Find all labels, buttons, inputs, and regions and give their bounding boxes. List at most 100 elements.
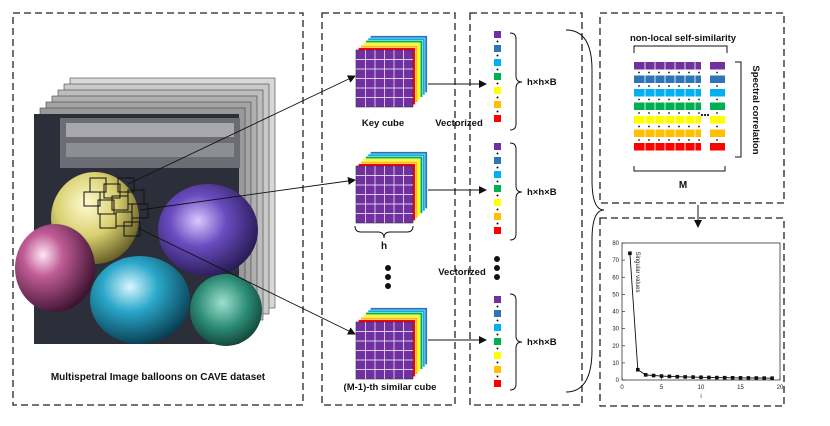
vector-element: [494, 366, 501, 373]
matrix-row-block: [634, 89, 701, 97]
vector-element: [494, 213, 501, 220]
vector-element: [494, 185, 501, 192]
x-tick-label: 10: [698, 385, 705, 391]
matrix-dot: [716, 112, 718, 114]
key-cube-label: Key cube: [362, 118, 404, 129]
y-axis-label: Singular values: [634, 251, 640, 292]
image-panel-frame: [12, 12, 304, 406]
matrix-dot: [648, 71, 650, 74]
data-point: [715, 375, 719, 380]
matrix-dot: [668, 112, 670, 114]
nonlocal-bracket: [633, 45, 728, 53]
matrix-dot: [698, 112, 700, 114]
vector-column: [494, 143, 501, 234]
matrix-dot: [668, 85, 670, 87]
patch-cubes: [355, 35, 428, 380]
vector-dot: [496, 68, 499, 71]
matrix-ellipsis-dot: [706, 113, 710, 117]
matrix-row-block: [710, 129, 725, 137]
ellipsis-dot: [494, 274, 500, 280]
matrix-dot: [668, 71, 670, 74]
data-point: [746, 376, 751, 380]
arrow-to-cube-2: [139, 177, 356, 211]
vector-element: [494, 31, 501, 38]
vector-dot: [496, 319, 499, 322]
vector-dot: [496, 82, 499, 85]
x-tick-label: 20: [777, 385, 784, 391]
matrix-row-block: [634, 62, 701, 70]
data-point: [699, 375, 703, 380]
matrix-row-block: [634, 102, 701, 110]
matrix-dot: [698, 125, 700, 128]
vector-dot: [496, 375, 499, 378]
data-point: [675, 374, 680, 379]
ellipsis-dot: [494, 256, 500, 262]
nonlocal-label: non-local self-similarity: [630, 33, 737, 44]
y-tick-label: 50: [612, 292, 619, 298]
vector-panel-frame: [469, 12, 583, 406]
matrix-dot: [678, 125, 680, 128]
image-caption: Multispetral Image balloons on CAVE data…: [51, 372, 266, 383]
data-point: [683, 375, 687, 379]
teal-balloon: [190, 274, 262, 346]
data-point: [691, 375, 695, 379]
matrix-dot: [638, 139, 640, 141]
matrix-dot: [698, 71, 700, 74]
data-point: [730, 375, 735, 380]
vector-element: [494, 352, 501, 359]
arrow-to-similar-cube: [137, 227, 356, 335]
vector-brace: [509, 293, 523, 391]
matrix-dot: [716, 139, 718, 141]
chart-plot-area: [621, 242, 781, 381]
matrix-dot: [678, 98, 680, 101]
vector-brace: [509, 32, 523, 131]
matrix-dot: [688, 85, 690, 87]
vector-dim-label: h×h×B: [527, 337, 557, 348]
x-tick-label: 5: [660, 385, 664, 391]
matrix-dot: [678, 85, 680, 87]
vector-dot: [496, 208, 499, 211]
y-tick-label: 10: [612, 361, 619, 367]
matrix-dot: [648, 112, 650, 114]
matrix-row-block: [710, 102, 725, 110]
h-brace: [354, 225, 414, 239]
matrix-dot: [658, 98, 660, 101]
matrix-dot: [658, 112, 660, 114]
vector-dot: [496, 152, 499, 155]
vector-column: [494, 296, 501, 387]
x-tick-label: 15: [737, 385, 744, 391]
matrix-dot: [668, 125, 670, 128]
matrix-dot: [688, 139, 690, 141]
y-tick-label: 20: [612, 344, 619, 350]
vector-dot: [496, 194, 499, 197]
matrix-row-block: [634, 143, 701, 151]
matrix-dot: [678, 139, 680, 141]
balloons-image-stack: [15, 77, 276, 346]
matrix-dot: [658, 125, 660, 128]
chart-panel-frame: [599, 217, 785, 407]
vector-dot: [496, 54, 499, 57]
spectral-cube: [355, 35, 428, 108]
spectral-label: Spectral correlation: [750, 65, 761, 154]
vector-element: [494, 338, 501, 345]
vectorized-label-middle: Vectorized: [438, 267, 486, 278]
matrix-dot: [638, 71, 640, 74]
series-line: [629, 253, 773, 379]
matrix-dot: [688, 71, 690, 74]
vector-element: [494, 143, 501, 150]
vector-dot: [496, 333, 499, 336]
data-point: [643, 373, 648, 377]
x-axis-label: i: [700, 394, 701, 400]
y-tick-label: 40: [612, 310, 619, 316]
matrix-dot: [716, 98, 718, 101]
matrix-dot: [638, 112, 640, 114]
data-point: [636, 367, 640, 372]
matrix-dot: [688, 125, 690, 128]
matrix-dot: [638, 125, 640, 128]
matrix-dot: [658, 139, 660, 141]
matrix-dot: [698, 98, 700, 101]
vector-element: [494, 171, 501, 178]
vector-dot: [496, 110, 499, 113]
matrix-row-block: [710, 75, 725, 83]
